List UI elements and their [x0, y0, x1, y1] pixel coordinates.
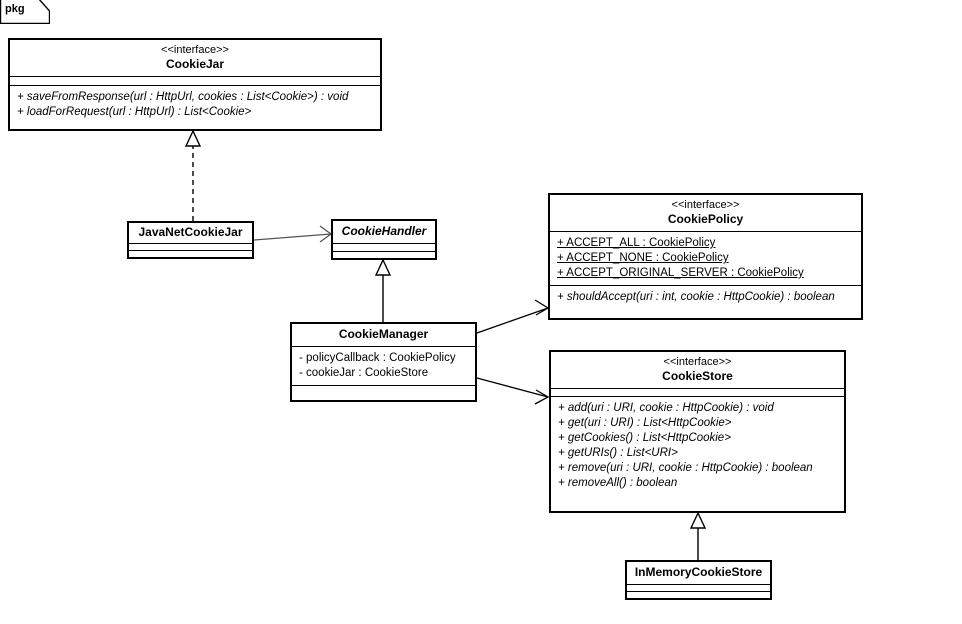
class-methods-cookiestore: + add(uri : URI, cookie : HttpCookie) : … — [551, 396, 844, 495]
relationship-javanetcookiejar-uses-cookiehandler — [253, 225, 333, 243]
class-name: CookieStore — [662, 369, 733, 383]
class-name: CookiePolicy — [667, 212, 744, 226]
class-method: + saveFromResponse(url : HttpUrl, cookie… — [17, 91, 349, 103]
class-attribute: - cookieJar : CookieStore — [299, 367, 429, 379]
class-method: + getURIs() : List<URI> — [558, 447, 678, 459]
relationship-javanetcookiejar-realizes-cookiejar — [184, 129, 202, 221]
relationship-cookiemanager-uses-cookiepolicy — [476, 299, 550, 334]
class-attributes-inmemorycookiestore — [627, 584, 770, 591]
class-stereotype: <<interface>> — [663, 356, 732, 368]
class-header-javanetcookiejar: JavaNetCookieJar — [129, 223, 252, 243]
class-stereotype: <<interface>> — [671, 199, 740, 211]
class-methods-cookiepolicy: + shouldAccept(uri : int, cookie : HttpC… — [550, 285, 861, 309]
class-methods-inmemorycookiestore — [627, 591, 770, 598]
class-header-cookiemanager: CookieManager — [292, 324, 475, 346]
class-attribute: + ACCEPT_NONE : CookiePolicy — [557, 252, 729, 264]
class-methods-cookiejar: + saveFromResponse(url : HttpUrl, cookie… — [10, 85, 380, 124]
package-frame-label: pkg — [5, 3, 25, 15]
class-attributes-cookiejar — [10, 76, 380, 85]
class-name: CookieJar — [165, 57, 225, 71]
class-stereotype: <<interface>> — [161, 44, 229, 56]
relationship-cookiemanager-extends-cookiehandler — [374, 258, 392, 322]
class-box-cookiehandler[interactable]: CookieHandler — [331, 219, 437, 260]
class-method: + get(uri : URI) : List<HttpCookie> — [558, 417, 732, 429]
class-method: + loadForRequest(url : HttpUrl) : List<C… — [17, 106, 252, 118]
class-header-cookiejar: <<interface>> CookieJar — [10, 40, 380, 76]
class-box-cookiestore[interactable]: <<interface>> CookieStore + add(uri : UR… — [549, 350, 846, 513]
package-frame-tab: pkg — [0, 0, 50, 24]
class-attributes-cookiehandler — [333, 243, 435, 251]
class-box-cookiemanager[interactable]: CookieManager - policyCallback : CookieP… — [290, 322, 477, 402]
class-methods-cookiehandler — [333, 250, 435, 258]
class-method: + shouldAccept(uri : int, cookie : HttpC… — [557, 291, 835, 303]
class-box-cookiejar[interactable]: <<interface>> CookieJar + saveFromRespon… — [8, 38, 382, 131]
class-attributes-javanetcookiejar — [129, 243, 252, 250]
class-methods-javanetcookiejar — [129, 250, 252, 257]
class-attributes-cookiepolicy: + ACCEPT_ALL : CookiePolicy + ACCEPT_NON… — [550, 231, 861, 285]
class-method: + add(uri : URI, cookie : HttpCookie) : … — [558, 402, 774, 414]
class-attributes-cookiemanager: - policyCallback : CookiePolicy - cookie… — [292, 346, 475, 385]
class-attribute: + ACCEPT_ORIGINAL_SERVER : CookiePolicy — [557, 267, 804, 279]
class-name: JavaNetCookieJar — [138, 225, 243, 239]
class-box-cookiepolicy[interactable]: <<interface>> CookiePolicy + ACCEPT_ALL … — [548, 193, 863, 320]
class-attributes-cookiestore — [551, 388, 844, 396]
package-frame-tab-shape — [0, 0, 50, 24]
class-name: CookieHandler — [341, 224, 427, 238]
class-name: CookieManager — [338, 327, 429, 341]
class-box-inmemorycookiestore[interactable]: InMemoryCookieStore — [625, 560, 772, 600]
class-method: + getCookies() : List<HttpCookie> — [558, 432, 731, 444]
class-method: + remove(uri : URI, cookie : HttpCookie)… — [558, 462, 813, 474]
relationship-inmemorycookiestore-realizes-cookiestore — [689, 511, 707, 560]
class-attribute: - policyCallback : CookiePolicy — [299, 352, 456, 364]
class-box-javanetcookiejar[interactable]: JavaNetCookieJar — [127, 221, 254, 259]
relationship-cookiemanager-uses-cookiestore — [476, 377, 550, 405]
class-header-inmemorycookiestore: InMemoryCookieStore — [627, 562, 770, 584]
class-attribute: + ACCEPT_ALL : CookiePolicy — [557, 237, 716, 249]
class-name: InMemoryCookieStore — [634, 565, 763, 579]
class-header-cookiepolicy: <<interface>> CookiePolicy — [550, 195, 861, 231]
class-method: + removeAll() : boolean — [558, 477, 678, 489]
class-methods-cookiemanager — [292, 385, 475, 395]
class-header-cookiestore: <<interface>> CookieStore — [551, 352, 844, 388]
class-header-cookiehandler: CookieHandler — [333, 221, 435, 243]
